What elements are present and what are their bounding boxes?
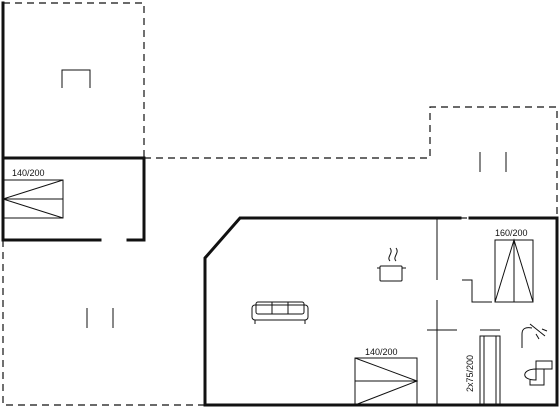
bed-label-top-left: 140/200 [12, 168, 45, 178]
interior-walls [427, 218, 500, 405]
toilet-icon [524, 360, 553, 386]
bed-label-living: 140/200 [365, 347, 398, 357]
sofa-icon [251, 301, 309, 324]
bed-top-left: 140/200 [1, 168, 64, 219]
bed-label-right-room: 160/200 [495, 228, 528, 238]
bed-living: 140/200 [354, 347, 419, 406]
bunk-bed: 2x75/200 [465, 335, 501, 406]
bed-right-room: 160/200 [494, 228, 534, 303]
opening-marks [61, 69, 507, 328]
shower-icon [521, 323, 548, 348]
bed-label-bunk: 2x75/200 [465, 355, 475, 392]
cooking-pot-icon [377, 247, 406, 282]
